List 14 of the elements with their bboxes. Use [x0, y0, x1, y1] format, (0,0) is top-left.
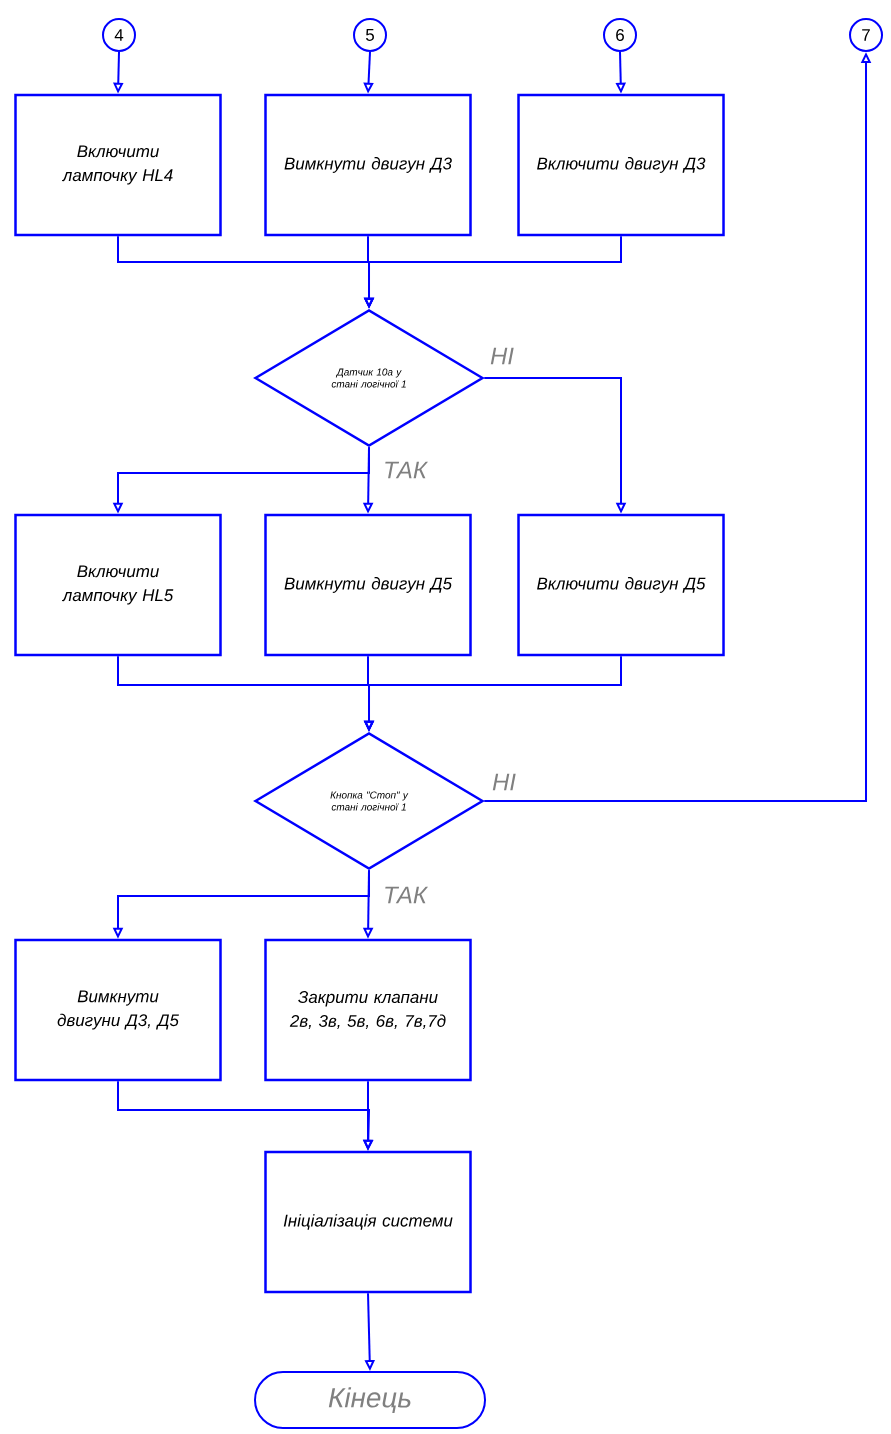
edge-label: ТАК: [382, 885, 429, 905]
process-box: Включити двигун Д5: [517, 513, 725, 657]
process-box: Вимкнути двигун Д5: [264, 513, 472, 657]
process-box: Вимкнути двигуни Д3, Д5: [14, 938, 222, 1082]
edge-label: НІ: [489, 346, 515, 366]
process-box: Включити лампочку HL4: [14, 93, 222, 237]
process-box: Включити лампочку HL5: [14, 513, 222, 657]
process-box: Включити двигун Д3: [517, 93, 725, 237]
edge-label: НІ: [491, 772, 517, 792]
terminator: Кінець: [254, 1371, 486, 1429]
process-box: Ініціалізація системи: [264, 1150, 472, 1294]
process-box: Закрити клапани 2в, 3в, 5в, 6в, 7в,7д: [264, 938, 472, 1082]
process-box: Вимкнути двигун Д3: [264, 93, 472, 237]
edge-label: ТАК: [382, 460, 429, 480]
